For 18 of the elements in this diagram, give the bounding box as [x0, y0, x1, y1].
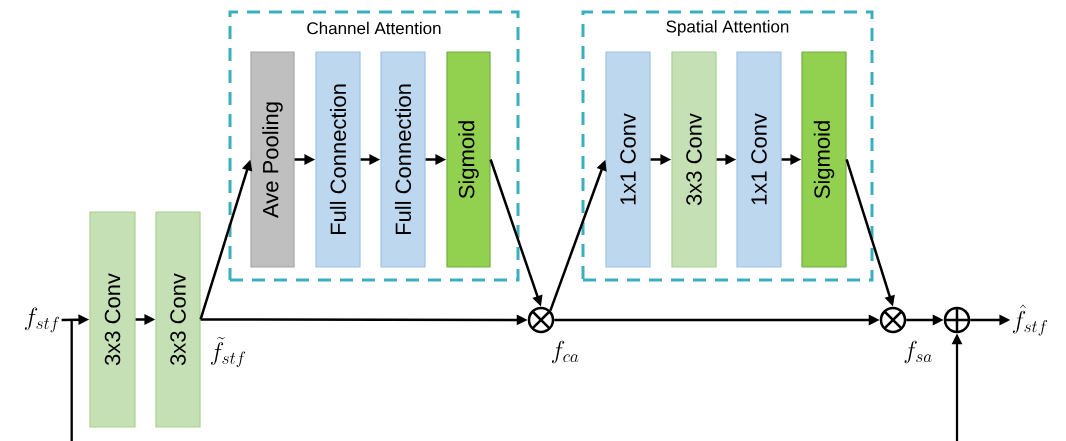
multiply-symbol [527, 306, 555, 334]
layer-box: 3x3 Conv [671, 51, 717, 268]
layer-box: Sigmoid [801, 51, 847, 268]
feature-label: $\hat{f}_{stf}$ [1012, 304, 1048, 336]
layer-box: Full Connection [315, 51, 361, 268]
layer-box: 3x3 Conv [155, 211, 201, 428]
multiply-symbol [879, 306, 907, 334]
add-symbol [943, 306, 971, 334]
layer-box: Full Connection [380, 51, 426, 268]
feature-label: $\tilde{f}_{stf}$ [210, 337, 246, 368]
layer-box: Sigmoid [446, 51, 491, 268]
layer-box: 3x3 Conv [89, 211, 136, 428]
feature-label: $f_{ca}$ [551, 340, 579, 364]
layer-box: 1x1 Conv [605, 51, 651, 268]
layer-box: 1x1 Conv [736, 51, 782, 268]
feature-label: $f_{sa}$ [904, 340, 932, 364]
feature-label: $f_{stf}$ [24, 307, 60, 333]
layer-box: Ave Pooling [250, 51, 295, 268]
